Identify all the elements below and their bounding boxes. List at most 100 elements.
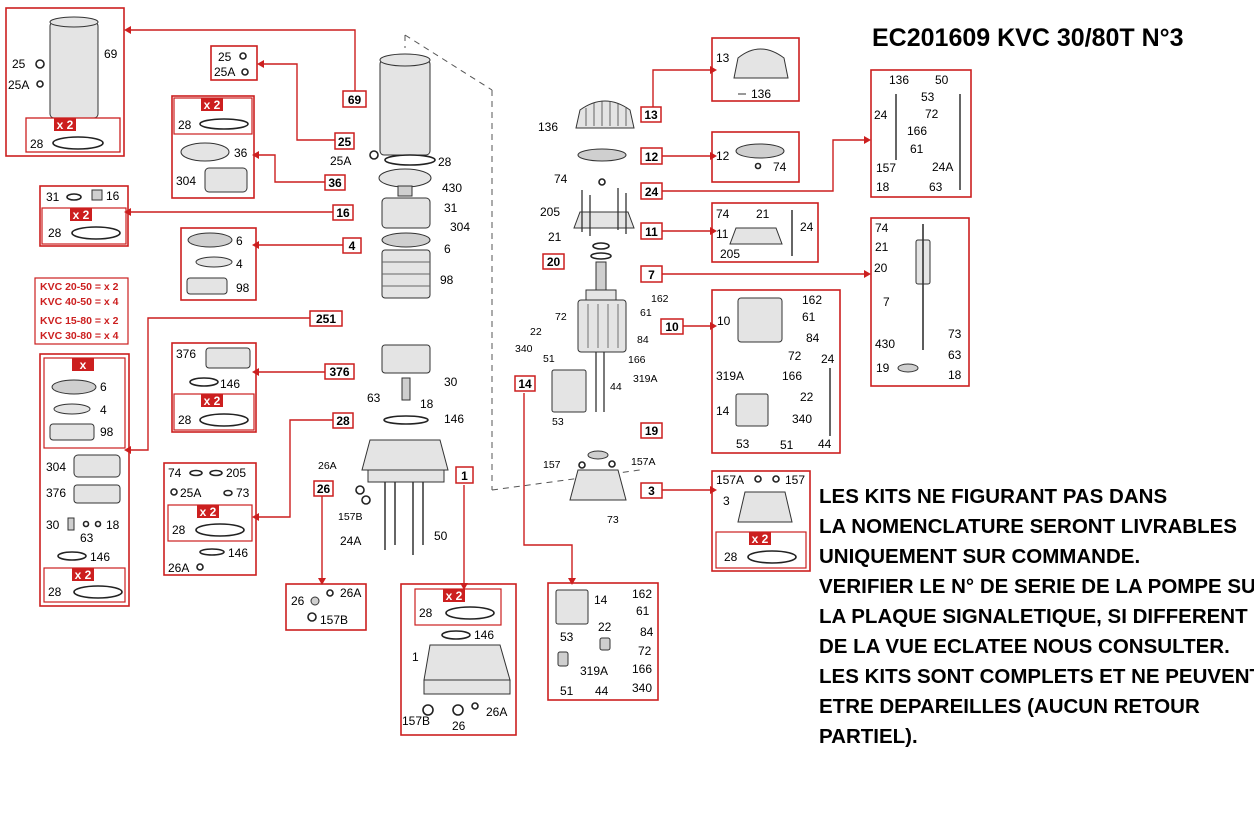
kit-box-7: 74 21 20 7 430 73 63 19 18 [870,217,970,387]
label: 28 [30,137,44,151]
fan-12 [577,148,627,162]
note-line: ETRE DEPAREILLES (AUCUN RETOUR [819,695,1200,718]
kit-tag-69: 69 [348,93,362,107]
kit-tag-24: 24 [645,185,659,199]
label: 1 [412,650,419,664]
kit-tag-12: 12 [645,150,659,164]
label: 53 [736,437,750,451]
label: 6 [100,380,107,394]
label: 136 [751,87,771,101]
label: 84 [806,331,820,345]
label: 61 [640,307,652,319]
label: 146 [444,412,464,426]
note-line: LA NOMENCLATURE SERONT LIVRABLES [819,515,1237,538]
kit-box-1: x 2 28 146 1 157B 26 26A [400,583,517,736]
plug-157-icon [578,461,586,469]
label: 28 [178,413,192,427]
qty-tag: x 2 [57,118,74,132]
kvc-quantity: KVC 40-50 = x 4 [40,296,119,308]
cover-36 [378,168,432,188]
label: 205 [540,205,560,219]
note-line: UNIQUEMENT SUR COMMANDE. [819,545,1141,568]
kit-tag-28: 28 [336,414,350,428]
label: 72 [925,107,939,121]
label: 304 [46,460,66,474]
label: 74 [554,172,568,186]
kit-box-24: 136 50 53 24 72 166 61 157 24A 18 63 [870,69,972,198]
kit-box-13: 13 136 [711,37,800,102]
label: 74 [716,207,730,221]
kit-tag-19: 19 [645,424,659,438]
label: 30 [444,375,458,389]
label: 74 [875,221,889,235]
label: 16 [106,189,120,203]
label: 26A [168,561,189,575]
label: 157A [716,473,744,487]
label: 157B [320,613,348,627]
center-labels: 25A 28 430 31 304 6 98 30 63 18 146 26A … [318,154,470,548]
label: 25 [12,57,26,71]
tube-top [379,53,431,67]
label: 376 [176,347,196,361]
motor-labels: 136 74 205 21 72 22 340 51 53 162 61 84 … [515,120,669,526]
label: 205 [226,466,246,480]
label: 25 [218,50,232,64]
label: 26A [486,705,507,719]
oring-28 [384,154,436,166]
label: 22 [530,326,542,338]
label: 28 [48,585,62,599]
label: 84 [637,334,649,346]
kit-tag-7: 7 [648,268,655,282]
kit-tag-16: 16 [336,206,350,220]
label: 21 [875,240,889,254]
kit-tag-26: 26 [317,482,331,496]
label: 22 [800,390,814,404]
motor-assembly [551,100,635,501]
kit-box-12: 12 74 [711,131,800,183]
label: 146 [228,546,248,560]
kit-box-26: 26 26A 157B [285,583,367,631]
kit-tag-20: 20 [547,255,561,269]
screw-25-icon [369,150,379,160]
label: 50 [935,73,949,87]
label: 28 [438,155,452,169]
kit-tag-251: 251 [316,312,336,326]
label: 340 [632,681,652,695]
note-line: VERIFIER LE N° DE SERIE DE LA POMPE SUR [819,575,1254,598]
label: 63 [80,531,94,545]
nut-430 [397,185,413,197]
kit-tag-14: 14 [518,377,532,391]
kvc-quantity: KVC 30-80 = x 4 [40,330,119,342]
label: 11 [716,227,729,241]
label: 136 [889,73,909,87]
clip-74-icon [598,178,606,186]
label: 13 [716,51,730,65]
motor-base-3 [569,469,627,501]
label: 14 [594,593,608,607]
label: 72 [638,644,652,658]
label: 72 [788,349,802,363]
qty-tag: x 2 [75,568,92,582]
center-kit-tags: 69 25 36 16 4 251 376 28 26 1 [309,90,474,497]
label: 146 [474,628,494,642]
label: 24 [821,352,835,366]
washer-icon [36,80,44,88]
label: 31 [46,190,60,204]
qty-tag: x 2 [752,532,769,546]
kit-box-11: 74 21 24 11 205 [711,202,819,263]
seal-205 [592,242,610,250]
label: 25A [8,78,29,92]
note-line: LA PLAQUE SIGNALETIQUE, SI DIFFERENT [819,605,1248,628]
label: 26 [291,594,305,608]
qty-tag: x 2 [73,208,90,222]
label: 21 [756,207,770,221]
label: 157 [785,473,805,487]
kvc-quantity: KVC 20-50 = x 2 [40,281,119,293]
label: 50 [434,529,448,543]
label: 25A [180,486,201,500]
kit-box-4: 6 4 98 [180,227,257,301]
note-line: LES KITS NE FIGURANT PAS DANS [819,485,1168,508]
kit-box-3: 157A 157 3 x 2 28 [711,470,811,572]
base-foot [367,469,445,483]
